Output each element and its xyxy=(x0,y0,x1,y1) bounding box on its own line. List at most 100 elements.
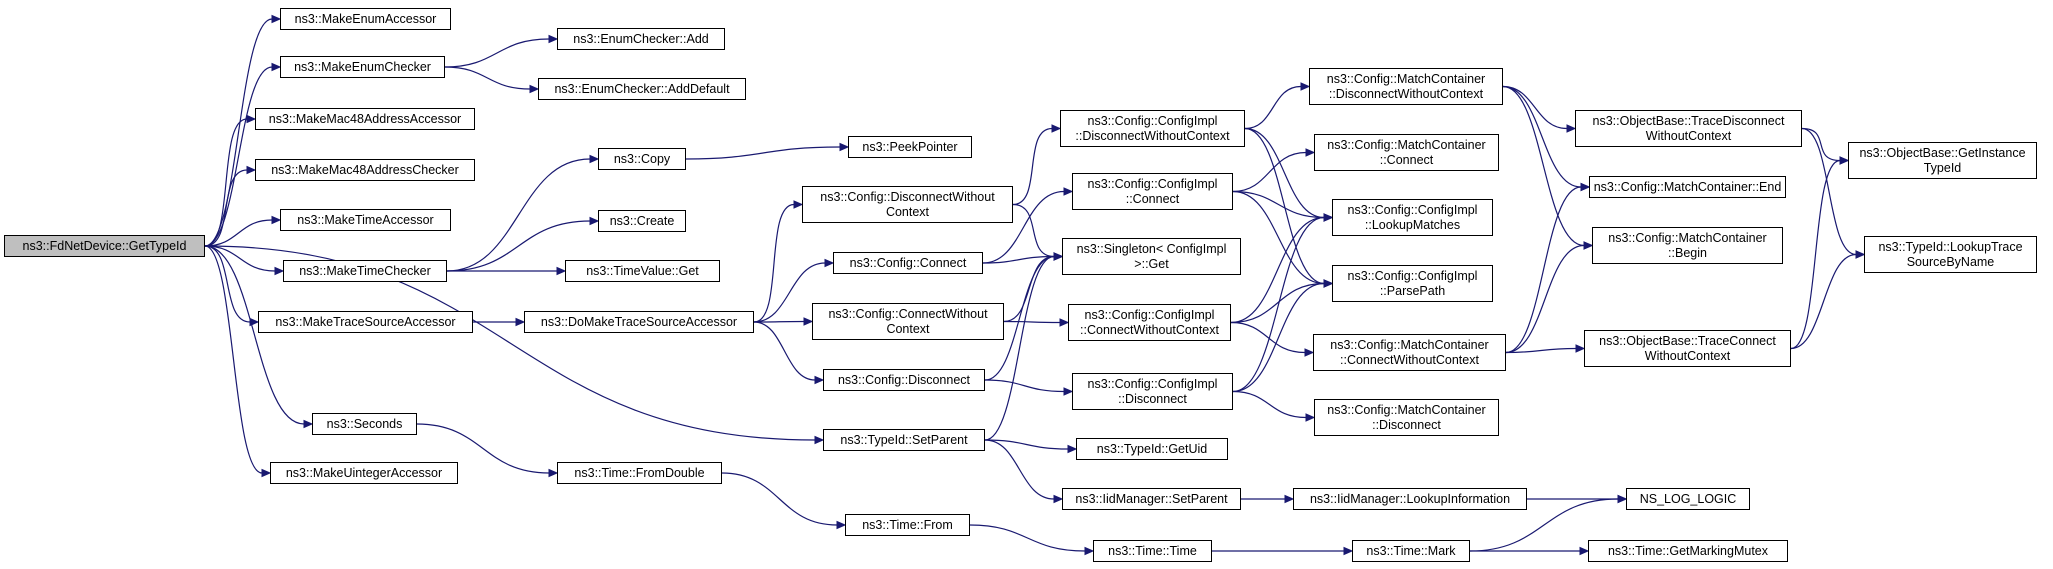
edge-arrowhead xyxy=(1084,546,1095,556)
edge-arrowhead xyxy=(1617,494,1628,504)
edge-arrowhead xyxy=(274,266,285,276)
node-make-time-accessor[interactable]: ns3::MakeTimeAccessor xyxy=(280,209,451,231)
edge-root-to-type_id_set_parent xyxy=(204,245,816,441)
edge-impl_connect_without_context-to-parse_path xyxy=(1230,282,1325,324)
node-trace-disconnect-without-context[interactable]: ns3::ObjectBase::TraceDisconnect Without… xyxy=(1575,110,1802,147)
node-make-time-checker[interactable]: ns3::MakeTimeChecker xyxy=(283,260,447,282)
edge-mc_connect_without_context-to-trace_connect_without_context xyxy=(1505,347,1577,354)
node-seconds[interactable]: ns3::Seconds xyxy=(312,413,417,435)
node-config-connect[interactable]: ns3::Config::Connect xyxy=(833,252,983,274)
node-type-id-get-uid[interactable]: ns3::TypeId::GetUid xyxy=(1076,438,1228,460)
edge-type_id_set_parent-to-type_id_get_uid xyxy=(984,439,1069,450)
node-mc-disconnect-without-context[interactable]: ns3::Config::MatchContainer ::Disconnect… xyxy=(1309,68,1503,105)
node-make-mac48-address-accessor[interactable]: ns3::MakeMac48AddressAccessor xyxy=(255,108,475,130)
edge-impl_disconnect_without_context-to-mc_disconnect_without_context xyxy=(1244,85,1302,130)
node-impl-disconnect-without-context[interactable]: ns3::Config::ConfigImpl ::DisconnectWith… xyxy=(1060,110,1245,147)
node-make-uinteger-accessor[interactable]: ns3::MakeUintegerAccessor xyxy=(270,462,458,484)
edge-impl_disconnect-to-mc_disconnect xyxy=(1232,390,1307,419)
edge-do_make_trace_source_accessor-to-config_disconnect_without_context xyxy=(753,203,795,323)
node-trace-connect-without-context[interactable]: ns3::ObjectBase::TraceConnect WithoutCon… xyxy=(1584,330,1791,367)
edge-arrowhead xyxy=(1305,148,1316,157)
edge-arrowhead xyxy=(1566,124,1577,133)
edge-config_disconnect-to-singleton_get xyxy=(984,255,1055,381)
edge-arrowhead xyxy=(1323,279,1334,288)
edge-make_time_checker-to-copy xyxy=(446,158,591,272)
edge-arrowhead xyxy=(814,435,825,445)
edge-do_make_trace_source_accessor-to-config_connect_without_context xyxy=(753,320,805,323)
node-peek-pointer[interactable]: ns3::PeekPointer xyxy=(848,136,972,158)
node-impl-disconnect[interactable]: ns3::Config::ConfigImpl ::Disconnect xyxy=(1072,373,1233,410)
node-config-disconnect[interactable]: ns3::Config::Disconnect xyxy=(823,369,985,391)
edge-arrowhead xyxy=(1304,348,1315,357)
edge-make_enum_checker-to-enum_checker_add_default xyxy=(444,66,531,90)
edge-arrowhead xyxy=(1063,187,1074,196)
node-make-enum-accessor[interactable]: ns3::MakeEnumAccessor xyxy=(280,8,451,30)
edge-arrowhead xyxy=(1305,413,1316,422)
edge-root-to-make_time_checker xyxy=(204,245,276,272)
edge-trace_disconnect_without_context-to-get_instance_type_id xyxy=(1801,127,1841,162)
edge-do_make_trace_source_accessor-to-config_connect xyxy=(753,262,826,323)
node-mc-connect[interactable]: ns3::Config::MatchContainer ::Connect xyxy=(1314,134,1499,171)
node-lookup-trace-source-by-name[interactable]: ns3::TypeId::LookupTrace SourceByName xyxy=(1864,236,2037,273)
node-copy[interactable]: ns3::Copy xyxy=(598,148,686,170)
node-ns-log-logic[interactable]: NS_LOG_LOGIC xyxy=(1626,488,1750,510)
node-type-id-set-parent[interactable]: ns3::TypeId::SetParent xyxy=(823,429,985,451)
edge-impl_disconnect-to-lookup_matches xyxy=(1232,216,1325,393)
node-mc-disconnect[interactable]: ns3::Config::MatchContainer ::Disconnect xyxy=(1314,399,1499,436)
node-enum-checker-add[interactable]: ns3::EnumChecker::Add xyxy=(557,28,725,50)
edge-time_mark-to-ns_log_logic xyxy=(1469,498,1619,552)
edge-arrowhead xyxy=(793,200,804,209)
node-config-disconnect-without-context[interactable]: ns3::Config::DisconnectWithout Context xyxy=(802,186,1013,223)
edge-root-to-seconds xyxy=(204,245,305,425)
edge-arrowhead xyxy=(1323,213,1334,222)
node-time-time[interactable]: ns3::Time::Time xyxy=(1093,540,1212,562)
node-enum-checker-add-default[interactable]: ns3::EnumChecker::AddDefault xyxy=(538,78,746,100)
edge-root-to-make_enum_accessor xyxy=(204,18,273,247)
edge-config_connect-to-singleton_get xyxy=(982,255,1055,264)
edge-config_disconnect_without_context-to-impl_disconnect_without_context xyxy=(1012,127,1053,206)
edge-config_disconnect-to-impl_disconnect xyxy=(984,379,1065,393)
node-time-mark[interactable]: ns3::Time::Mark xyxy=(1352,540,1470,562)
node-get-instance-type-id[interactable]: ns3::ObjectBase::GetInstance TypeId xyxy=(1848,142,2037,179)
edge-arrowhead xyxy=(529,84,540,94)
edge-arrowhead xyxy=(515,317,526,327)
node-create[interactable]: ns3::Create xyxy=(598,210,686,232)
edge-arrowhead xyxy=(1855,250,1866,259)
edge-arrowhead xyxy=(1343,546,1354,556)
node-singleton-get[interactable]: ns3::Singleton< ConfigImpl >::Get xyxy=(1062,238,1241,275)
edge-arrowhead xyxy=(1051,124,1062,133)
edge-arrowhead xyxy=(1063,387,1074,396)
edge-do_make_trace_source_accessor-to-config_disconnect xyxy=(753,321,816,381)
edge-impl_connect_without_context-to-lookup_matches xyxy=(1230,216,1325,324)
node-make-enum-checker[interactable]: ns3::MakeEnumChecker xyxy=(280,56,445,78)
node-impl-connect[interactable]: ns3::Config::ConfigImpl ::Connect xyxy=(1072,173,1233,210)
node-parse-path[interactable]: ns3::Config::ConfigImpl ::ParsePath xyxy=(1332,265,1493,302)
edge-root-to-make_uinteger_accessor xyxy=(204,245,263,474)
edge-arrowhead xyxy=(548,34,559,44)
node-iid-manager-lookup-information[interactable]: ns3::IidManager::LookupInformation xyxy=(1293,488,1527,510)
node-make-mac48-address-checker[interactable]: ns3::MakeMac48AddressChecker xyxy=(255,159,475,181)
node-time-value-get[interactable]: ns3::TimeValue::Get xyxy=(565,260,720,282)
node-mc-begin[interactable]: ns3::Config::MatchContainer ::Begin xyxy=(1592,227,1783,264)
node-mc-connect-without-context[interactable]: ns3::Config::MatchContainer ::ConnectWit… xyxy=(1313,334,1506,371)
node-make-trace-source-accessor[interactable]: ns3::MakeTraceSourceAccessor xyxy=(258,311,473,333)
edge-arrowhead xyxy=(836,520,847,530)
node-time-from-double[interactable]: ns3::Time::FromDouble xyxy=(557,462,722,484)
edge-config_disconnect_without_context-to-singleton_get xyxy=(1012,203,1055,258)
edge-arrowhead xyxy=(1839,156,1850,165)
edge-config_connect_without_context-to-impl_connect_without_context xyxy=(1003,320,1061,324)
node-time-get-marking-mutex[interactable]: ns3::Time::GetMarkingMutex xyxy=(1588,540,1788,562)
edge-root-to-make_mac48_address_checker xyxy=(204,169,248,247)
edge-arrowhead xyxy=(1300,82,1311,91)
edge-mc_disconnect_without_context-to-mc_begin xyxy=(1502,85,1585,247)
node-lookup-matches[interactable]: ns3::Config::ConfigImpl ::LookupMatches xyxy=(1332,199,1493,236)
node-config-connect-without-context[interactable]: ns3::Config::ConnectWithout Context xyxy=(812,303,1004,340)
node-do-make-trace-source-accessor[interactable]: ns3::DoMakeTraceSourceAccessor xyxy=(524,311,754,333)
node-time-from[interactable]: ns3::Time::From xyxy=(845,514,970,536)
edge-arrowhead xyxy=(249,317,260,327)
node-iid-manager-set-parent[interactable]: ns3::IidManager::SetParent xyxy=(1062,488,1241,510)
edge-type_id_set_parent-to-singleton_get xyxy=(984,255,1055,441)
node-impl-connect-without-context[interactable]: ns3::Config::ConfigImpl ::ConnectWithout… xyxy=(1068,304,1231,341)
node-mc-end[interactable]: ns3::Config::MatchContainer::End xyxy=(1589,176,1786,198)
edge-arrowhead xyxy=(1575,344,1586,353)
